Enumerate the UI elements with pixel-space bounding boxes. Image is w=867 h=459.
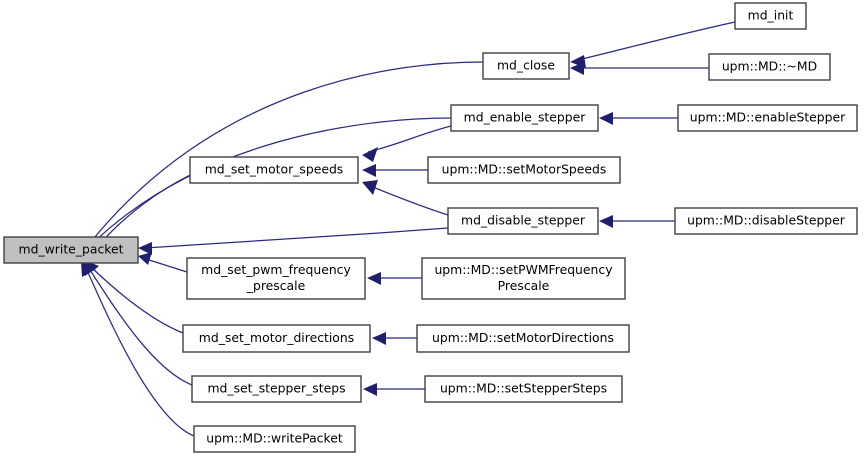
- edge-upm_MD_dtor-to-md_close: [570, 62, 709, 75]
- node-box[interactable]: [189, 156, 359, 184]
- arrowhead-icon: [372, 332, 386, 345]
- graph-node-upm_MD_setStepperSteps[interactable]: upm::MD::setStepperSteps: [424, 375, 623, 403]
- node-box[interactable]: [191, 375, 362, 403]
- graph-node-md_write_packet[interactable]: md_write_packet: [3, 236, 139, 264]
- node-box[interactable]: [193, 425, 356, 453]
- graph-node-md_init[interactable]: md_init: [734, 2, 807, 30]
- edge-line: [85, 267, 195, 437]
- graph-node-upm_MD_writePacket[interactable]: upm::MD::writePacket: [193, 425, 356, 453]
- edge-md_enable_stepper-to-md_write_packet: [86, 117, 452, 256]
- node-box[interactable]: [416, 324, 630, 353]
- graph-node-upm_MD_enableStepper[interactable]: upm::MD::enableStepper: [677, 104, 858, 132]
- nodes-layer: md_write_packet md_close md_initupm::MD::~…: [3, 2, 858, 453]
- graph-node-md_set_stepper_steps[interactable]: md_set_stepper_steps: [191, 375, 362, 403]
- arrowhead-icon: [362, 164, 376, 177]
- node-box[interactable]: [450, 104, 599, 132]
- graph-node-upm_MD_dtor[interactable]: upm::MD::~MD: [708, 53, 831, 81]
- graph-node-md_enable_stepper[interactable]: md_enable_stepper: [450, 104, 599, 132]
- edge-line: [89, 265, 184, 334]
- edge-upm_MD_setMotorSpeeds-to-md_set_motor_speeds: [362, 164, 428, 177]
- arrowhead-icon: [363, 383, 377, 396]
- graph-node-md_set_pwm_frequency_prescale[interactable]: md_set_pwm_frequency_prescale: [186, 257, 366, 300]
- edge-upm_MD_setStepperSteps-to-md_set_stepper_steps: [363, 383, 425, 396]
- edge-line: [145, 258, 188, 273]
- arrowhead-icon: [367, 272, 381, 285]
- edge-upm_MD_enableStepper-to-md_enable_stepper: [599, 112, 678, 125]
- arrowhead-icon: [570, 62, 584, 75]
- arrowhead-icon: [362, 147, 378, 162]
- arrowhead-icon: [599, 215, 613, 228]
- graph-node-md_close[interactable]: md_close: [482, 52, 570, 80]
- graph-node-md_disable_stepper[interactable]: md_disable_stepper: [447, 207, 599, 235]
- node-box[interactable]: [677, 104, 858, 132]
- node-box[interactable]: [482, 52, 570, 80]
- node-box[interactable]: [3, 236, 139, 264]
- edges-layer: [81, 21, 736, 437]
- arrowhead-icon: [138, 242, 152, 255]
- node-box[interactable]: [421, 257, 626, 300]
- graph-node-upm_MD_setMotorDirections[interactable]: upm::MD::setMotorDirections: [416, 324, 630, 353]
- node-box[interactable]: [447, 207, 599, 235]
- graph-node-upm_MD_disableStepper[interactable]: upm::MD::disableStepper: [674, 207, 858, 235]
- graph-node-md_set_motor_directions[interactable]: md_set_motor_directions: [182, 324, 371, 353]
- edge-line: [144, 227, 449, 249]
- arrowhead-icon: [362, 180, 378, 195]
- edge-md_enable_stepper-to-md_set_motor_speeds: [362, 125, 452, 162]
- edge-md_disable_stepper-to-md_write_packet: [138, 227, 449, 255]
- node-box[interactable]: [674, 207, 858, 235]
- node-box[interactable]: [186, 257, 366, 300]
- node-box[interactable]: [424, 375, 623, 403]
- node-box[interactable]: [734, 2, 807, 30]
- graph-node-md_set_motor_speeds[interactable]: md_set_motor_speeds: [189, 156, 359, 184]
- node-box[interactable]: [708, 53, 831, 81]
- edge-upm_MD_setMotorDirections-to-md_set_motor_directions: [372, 332, 417, 345]
- edge-md_set_stepper_steps-to-md_write_packet: [83, 261, 193, 386]
- edge-line: [367, 184, 449, 216]
- edge-md_set_pwm_frequency_prescale-to-md_write_packet: [138, 252, 188, 273]
- arrowhead-icon: [81, 262, 96, 277]
- edge-upm_MD_setPWMFrequencyPrescale-to-md_set_pwm_frequency_prescale: [367, 272, 422, 285]
- edge-md_disable_stepper-to-md_set_motor_speeds: [362, 180, 449, 216]
- edge-line: [91, 117, 452, 245]
- edge-line: [87, 266, 193, 386]
- graph-node-upm_MD_setMotorSpeeds[interactable]: upm::MD::setMotorSpeeds: [427, 156, 621, 184]
- arrowhead-icon: [138, 252, 152, 265]
- edge-upm_MD_writePacket-to-md_write_packet: [81, 262, 195, 437]
- edge-line: [367, 125, 452, 153]
- arrowhead-icon: [599, 112, 613, 125]
- edge-line: [577, 21, 736, 61]
- node-box[interactable]: [182, 324, 371, 353]
- edge-line: [89, 61, 484, 244]
- edge-line: [99, 174, 191, 245]
- edge-upm_MD_disableStepper-to-md_disable_stepper: [599, 215, 675, 228]
- node-box[interactable]: [427, 156, 621, 184]
